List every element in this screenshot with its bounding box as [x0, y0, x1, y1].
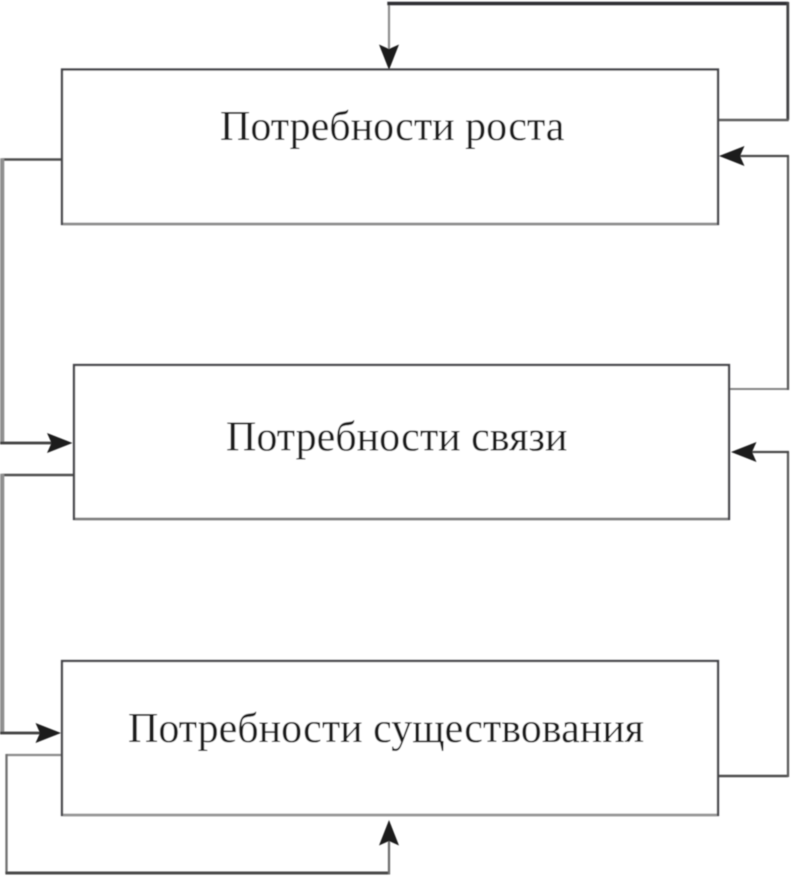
svg-text:Потребности связи: Потребности связи	[226, 415, 567, 461]
svg-text:Потребности роста: Потребности роста	[220, 104, 565, 150]
svg-text:Потребности существования: Потребности существования	[128, 706, 644, 752]
